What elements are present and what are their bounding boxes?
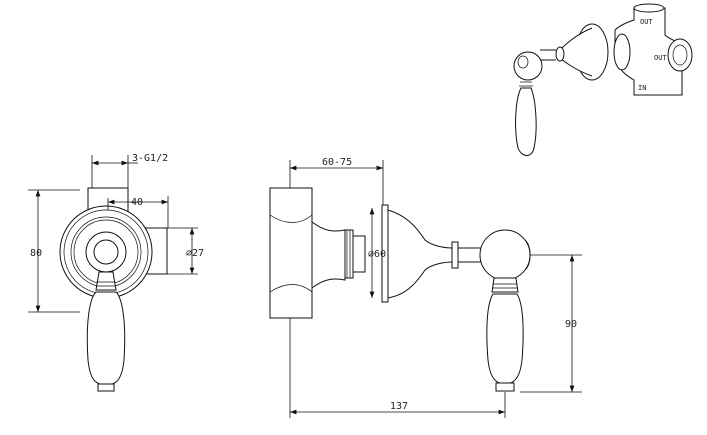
bell-cone — [387, 209, 453, 299]
side-lever-handle — [486, 293, 524, 385]
front-view: 3-G1/2 40 80 ⌀27 — [28, 153, 204, 392]
valve-body — [269, 187, 313, 319]
dim-flange-diameter-label: ⌀60 — [368, 249, 386, 260]
dim-thread-label: 3-G1/2 — [132, 153, 168, 164]
iso-port-in: IN — [638, 84, 646, 92]
iso-lever-handle — [515, 87, 537, 156]
side-view: 60-75 ⌀60 90 137 — [269, 157, 582, 418]
dim-height-label: 80 — [30, 248, 42, 259]
dim-total-projection-label: 137 — [390, 401, 408, 412]
lever-ball — [479, 229, 531, 281]
iso-valve-body — [614, 7, 683, 96]
isometric-view: OUT OUT IN — [513, 3, 693, 156]
lever-handle — [86, 291, 126, 386]
dim-diameter-label: ⌀27 — [186, 248, 204, 259]
lever-neck — [95, 271, 117, 291]
iso-lever-ball — [513, 51, 543, 81]
iso-port-out-top: OUT — [640, 18, 653, 26]
iso-port-out-side: OUT — [654, 54, 667, 62]
lever-hub — [93, 239, 119, 265]
dim-depth-label: 60-75 — [322, 157, 352, 168]
dim-handle-drop-label: 90 — [565, 319, 577, 330]
dim-width-label: 40 — [131, 197, 143, 208]
